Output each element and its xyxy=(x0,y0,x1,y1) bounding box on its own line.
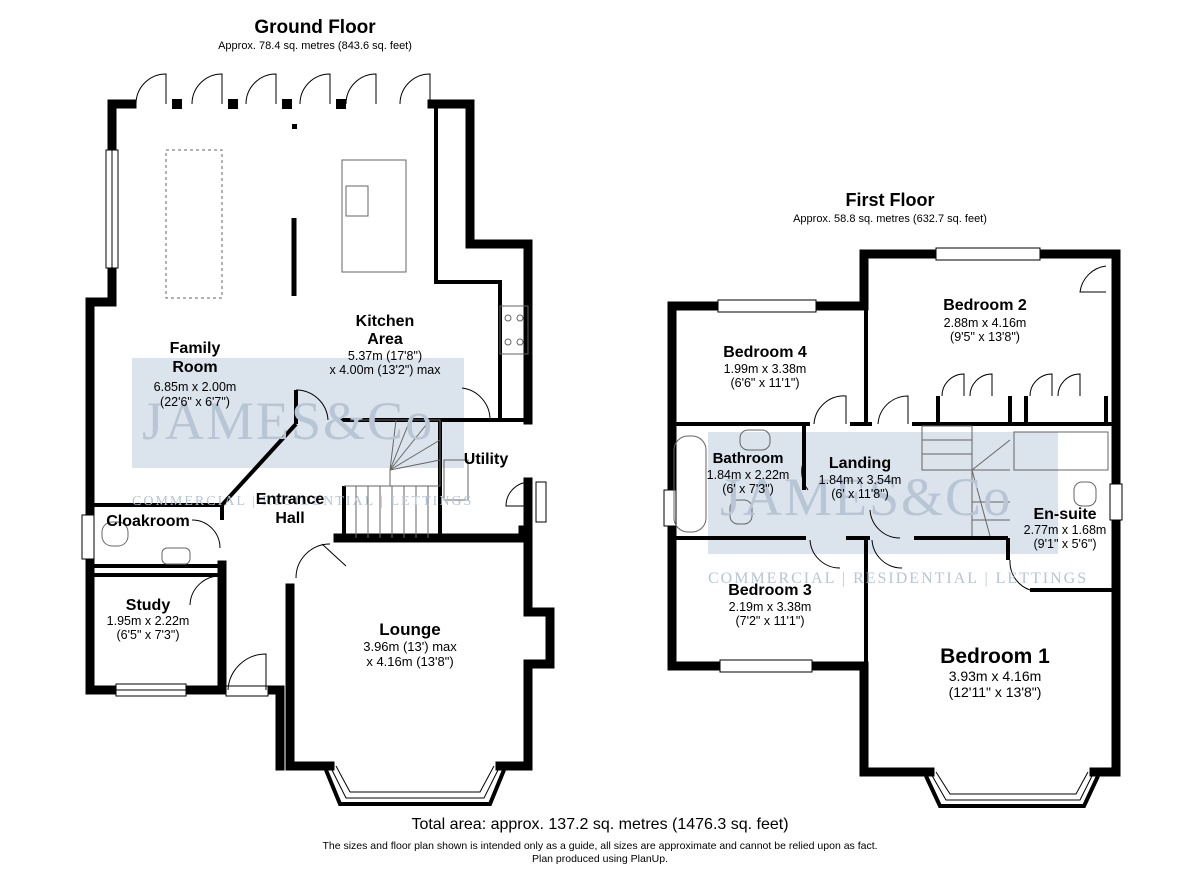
study-dim-1: 1.95m x 2.22m xyxy=(106,614,190,628)
kitchen-name-2: Area xyxy=(367,331,403,348)
bedroom3-dim-1: 2.19m x 3.38m xyxy=(728,600,812,614)
ground-floor-windows xyxy=(81,149,547,697)
ground-floor-area: Approx. 78.4 sq. metres (843.6 sq. feet) xyxy=(218,40,412,52)
disclaimer: The sizes and floor plan shown is intend… xyxy=(322,840,878,852)
study-name: Study xyxy=(125,597,171,614)
bedroom4-dim-1: 1.99m x 3.38m xyxy=(723,362,807,376)
kitchen-name-1: Kitchen xyxy=(355,313,415,330)
landing-dim-2: (6' x 11'8") xyxy=(831,487,889,501)
watermark-tagline-ground: COMMERCIAL | RESIDENTIAL | LETTINGS xyxy=(132,494,474,509)
family-room-dim-1: 6.85m x 2.00m xyxy=(153,380,237,394)
ground-floor-title: Ground Floor xyxy=(254,17,376,38)
landing-dim-1: 1.84m x 3.54m xyxy=(818,473,902,487)
family-room-name-1: Family xyxy=(169,340,221,357)
kitchen-dim-2: x 4.00m (13'2") max xyxy=(329,363,441,377)
ensuite-name: En-suite xyxy=(1033,506,1097,523)
bathroom-dim-1: 1.84m x 2.22m xyxy=(706,468,790,482)
bedroom1-dim-2: (12'11" x 13'8") xyxy=(948,684,1042,700)
lounge-dim-1: 3.96m (13') max xyxy=(363,639,457,654)
plan-credit: Plan produced using PlanUp. xyxy=(531,853,668,865)
first-floor-title: First Floor xyxy=(845,190,935,210)
cloakroom-name: Cloakroom xyxy=(106,513,190,530)
bathroom-dim-2: (6' x 7'3") xyxy=(722,482,774,496)
bedroom1-dim-1: 3.93m x 4.16m xyxy=(948,668,1042,684)
lounge-bay-window xyxy=(324,765,506,806)
watermark-tagline-first: COMMERCIAL | RESIDENTIAL | LETTINGS xyxy=(708,570,1089,587)
entrance-hall-name-2: Hall xyxy=(275,510,305,527)
entrance-hall-name-1: Entrance xyxy=(255,491,325,508)
watermark-brand-first: JAMES&Co xyxy=(720,467,1013,527)
watermark-panel-first xyxy=(708,432,1058,554)
bedroom1-bay-window xyxy=(924,771,1100,808)
bedroom1-name: Bedroom 1 xyxy=(940,645,1050,668)
bedroom4-name: Bedroom 4 xyxy=(723,344,807,361)
ground-floor-fixtures xyxy=(101,149,529,565)
bedroom3-dim-2: (7'2" x 11'1") xyxy=(735,614,805,628)
bathroom-name: Bathroom xyxy=(712,450,784,467)
lounge-name: Lounge xyxy=(379,620,441,639)
total-area: Total area: approx. 137.2 sq. metres (14… xyxy=(411,816,789,833)
first-floor-doors xyxy=(801,265,1107,591)
first-floor-fixtures xyxy=(673,425,1109,537)
landing-name: Landing xyxy=(828,455,892,472)
lounge-dim-2: x 4.16m (13'8") xyxy=(366,654,454,669)
family-room-name-2: Room xyxy=(172,359,218,376)
utility-name: Utility xyxy=(463,451,509,468)
ensuite-dim-1: 2.77m x 1.68m xyxy=(1023,523,1107,537)
ground-floor-doors xyxy=(189,387,531,691)
bedroom2-dim-1: 2.88m x 4.16m xyxy=(943,316,1027,330)
family-room-dim-2: (22'6" x 6'7") xyxy=(160,395,230,409)
watermark-brand-ground: JAMES&Co xyxy=(142,391,435,451)
watermark-panels xyxy=(132,358,1058,554)
study-dim-2: (6'5" x 7'3") xyxy=(116,628,180,642)
first-floor-area: Approx. 58.8 sq. metres (632.7 sq. feet) xyxy=(793,213,987,225)
ground-floor-door-posts xyxy=(172,99,346,129)
ground-floor-bifold-doors xyxy=(135,73,431,105)
bedroom3-name: Bedroom 3 xyxy=(728,582,812,599)
bedroom2-name: Bedroom 2 xyxy=(943,297,1027,314)
bedroom4-dim-2: (6'6" x 11'1") xyxy=(730,376,800,390)
bedroom2-dim-2: (9'5" x 13'8") xyxy=(950,330,1020,344)
ensuite-dim-2: (9'1" x 5'6") xyxy=(1033,537,1097,551)
first-floor-thin-walls xyxy=(672,306,1116,666)
first-floor-windows xyxy=(663,247,1123,673)
kitchen-dim-1: 5.37m (17'8") xyxy=(347,349,423,363)
